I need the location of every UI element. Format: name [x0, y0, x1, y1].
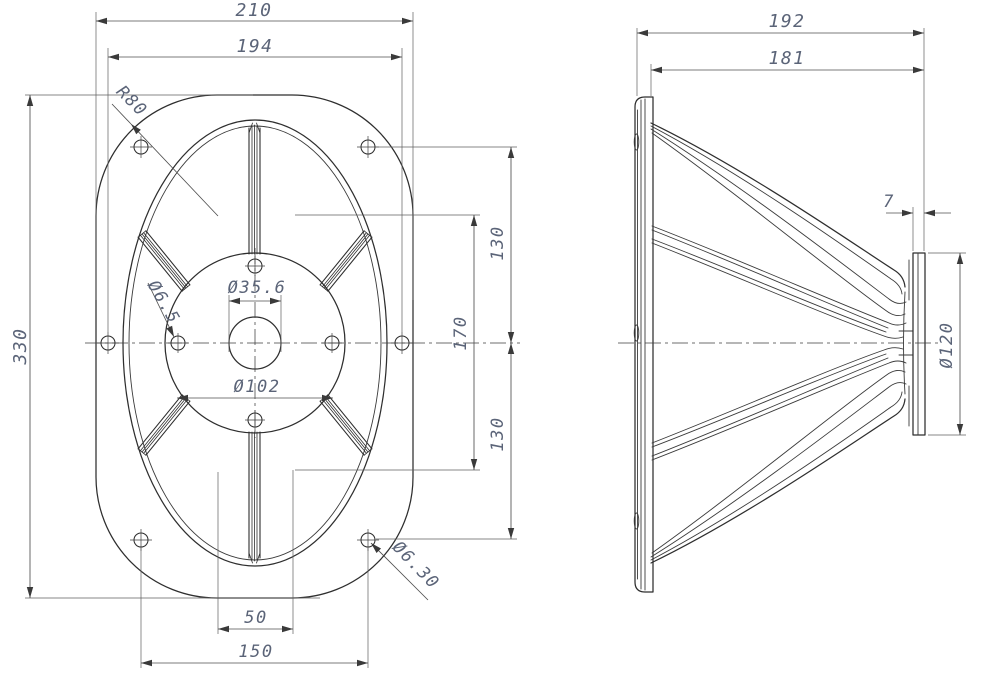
rib-band-bottom [651, 347, 907, 461]
dim-plate-thickness: 7 [883, 192, 895, 212]
front-view: 210 194 330 R80 Ø6.5 Ø35.6 Ø102 Ø6.30 50… [10, 0, 520, 668]
horn-wall-bottom [650, 369, 907, 564]
dim-mount-hole: Ø6.30 [388, 537, 443, 593]
dim-horn-depth: 181 [768, 48, 805, 69]
side-extension-lines [636, 28, 966, 436]
dim-overall-width: 210 [235, 0, 272, 21]
dim-row-upper: 130 [488, 225, 508, 260]
dim-bottom-hole-span: 150 [238, 642, 273, 662]
diagonal-rib-upper-right [319, 230, 373, 292]
dim-bolt-circle: Ø102 [234, 377, 281, 397]
hub-bolt-holes [168, 256, 342, 430]
dim-row-lower: 130 [488, 416, 508, 451]
dim-hole-span: 194 [236, 36, 273, 57]
side-dimension-lines [637, 29, 964, 435]
horn-wall-top [650, 122, 907, 317]
dim-overall-height: 330 [10, 327, 31, 365]
diagonal-rib-lower-left [137, 394, 191, 456]
diagonal-rib-upper-left [137, 230, 191, 292]
dim-inner-height: 170 [451, 315, 471, 350]
mouth-rim-inner [128, 125, 382, 561]
vertical-rib-bottom [248, 431, 261, 564]
diagonal-rib-lower-right [319, 394, 373, 456]
vertical-rib-top [248, 122, 261, 255]
dim-corner-radius: R80 [112, 82, 151, 121]
rib-band-top [651, 225, 907, 339]
front-leaders [111, 103, 429, 601]
dim-throat-flange: Ø120 [937, 322, 957, 369]
front-dimension-lines [26, 17, 515, 667]
throat-plate [912, 252, 926, 436]
side-view: 192 181 7 Ø120 [618, 11, 966, 593]
side-mouth-flange [634, 96, 654, 593]
front-extension-lines [25, 12, 517, 668]
dim-throat-bore: Ø35.6 [228, 278, 287, 298]
dim-inner-span: 50 [244, 608, 267, 628]
dim-overall-depth: 192 [768, 11, 805, 32]
dim-bolt-hole: Ø6.5 [143, 277, 184, 328]
